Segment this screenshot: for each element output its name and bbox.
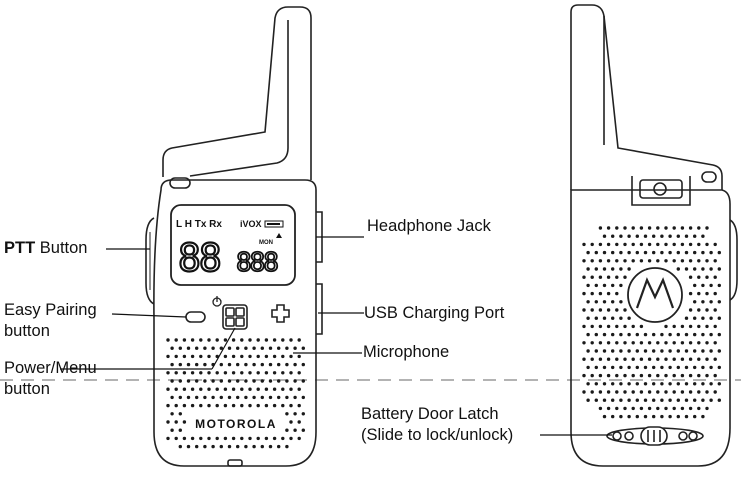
back-body	[570, 189, 731, 467]
lcd-content: L H Tx Rx iVOX 88 888 MON	[176, 219, 284, 281]
power-menu-button	[212, 296, 248, 330]
lcd-indicator-text: L H Tx Rx	[176, 219, 222, 230]
front-antenna	[162, 6, 312, 180]
front-body	[153, 179, 317, 467]
ptt-rest-text: Button	[35, 239, 88, 257]
battery-latch-line2: (Slide to lock/unlock)	[361, 426, 514, 444]
battery-door-latch	[606, 426, 704, 446]
motorola-logo-circle	[627, 267, 683, 323]
easy-pairing-button	[185, 311, 206, 323]
easy-pairing-line2: button	[4, 322, 50, 340]
power-menu-line2: button	[4, 380, 50, 398]
usb-charging-port-label: USB Charging Port	[364, 304, 505, 322]
leader-lines	[60, 236, 612, 436]
power-menu-line1: Power/Menu	[4, 359, 97, 377]
motorola-m-icon	[635, 277, 675, 309]
lcd-digits-large: 88	[178, 236, 220, 280]
headphone-jack-label: Headphone Jack	[367, 217, 491, 235]
back-antenna	[570, 4, 723, 190]
lcd-digits-small: 888	[236, 248, 277, 278]
microphone-label: Microphone	[363, 343, 450, 361]
easy-pairing-line1: Easy Pairing	[4, 301, 97, 319]
plus-button	[271, 304, 290, 323]
battery-latch-line1: Battery Door Latch	[361, 405, 499, 423]
lcd-vox-text: iVOX	[240, 219, 262, 229]
ptt-button-label: PTT Button	[4, 238, 87, 259]
ptt-side-button	[145, 217, 155, 305]
brand-logo-text: MOTOROLA	[195, 417, 277, 431]
back-speaker-grille	[582, 226, 721, 419]
power-menu-label: Power/Menu button	[4, 358, 97, 400]
easy-pairing-leader-line	[111, 313, 187, 318]
lcd-mon-text: MON	[259, 240, 273, 246]
easy-pairing-label: Easy Pairing button	[4, 300, 97, 342]
battery-latch-label: Battery Door Latch (Slide to lock/unlock)	[361, 404, 513, 446]
ptt-bold-text: PTT	[4, 239, 36, 257]
front-speaker-grille	[166, 338, 305, 449]
lcd-screen	[170, 204, 296, 286]
back-radio	[570, 4, 738, 467]
